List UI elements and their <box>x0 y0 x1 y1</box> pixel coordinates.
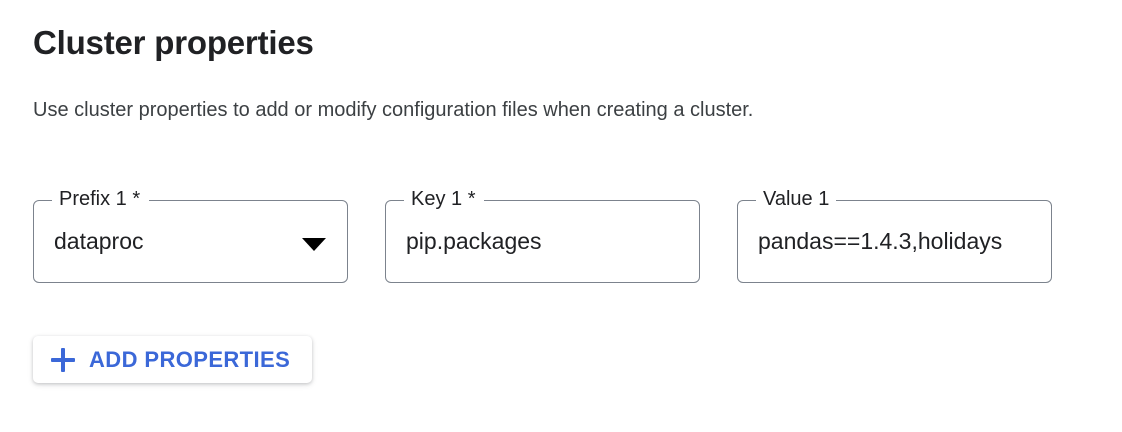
chevron-down-icon[interactable] <box>302 238 326 251</box>
add-properties-label: ADD PROPERTIES <box>89 346 291 372</box>
page-title: Cluster properties <box>33 24 314 61</box>
page-description: Use cluster properties to add or modify … <box>33 99 754 121</box>
field-key-1[interactable]: Key 1 * pip.packages <box>385 188 700 283</box>
field-label-prefix-1: Prefix 1 * <box>59 188 141 210</box>
add-properties-button[interactable]: ADD PROPERTIES <box>33 336 313 383</box>
field-value-prefix-1[interactable]: dataproc <box>54 228 144 254</box>
plus-icon <box>51 347 75 372</box>
field-value-key-1[interactable]: pip.packages <box>406 228 542 254</box>
properties-field-row: Prefix 1 * dataproc Key 1 * pip.packages… <box>0 188 1122 290</box>
field-value-value-1[interactable]: pandas==1.4.3,holidays <box>758 228 1003 254</box>
field-value-1[interactable]: Value 1 pandas==1.4.3,holidays <box>737 188 1052 283</box>
field-label-value-1: Value 1 <box>763 188 830 210</box>
field-label-key-1: Key 1 * <box>411 188 476 210</box>
field-prefix-1[interactable]: Prefix 1 * dataproc <box>33 188 348 283</box>
